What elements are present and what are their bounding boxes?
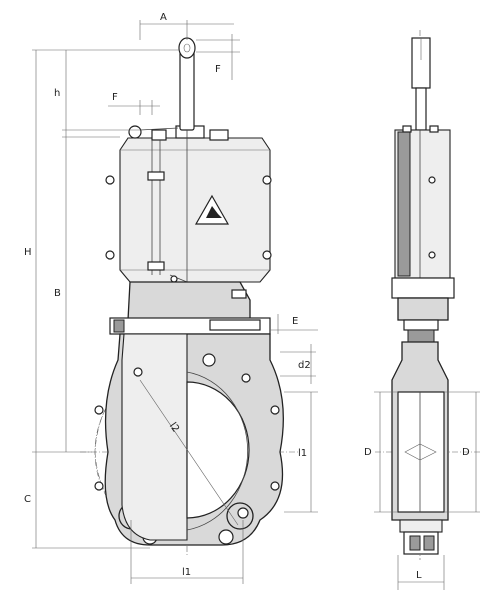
side-view: D D L xyxy=(364,30,480,590)
dim-F-top-label: F xyxy=(215,64,221,75)
dim-E-label: E xyxy=(292,316,298,327)
housing-lug xyxy=(105,175,115,185)
side-housing-channel xyxy=(397,131,411,277)
lever-pivot xyxy=(128,125,142,139)
yoke xyxy=(127,281,251,321)
front-view xyxy=(80,37,300,555)
side-yoke xyxy=(391,277,455,299)
top-nut xyxy=(151,129,167,141)
rod-clamp xyxy=(147,261,165,271)
bolt-hole xyxy=(270,405,280,415)
actuator-housing xyxy=(119,137,271,283)
bolt-hole xyxy=(94,405,104,415)
bolt-hole xyxy=(241,373,251,383)
dim-D-left-label: D xyxy=(364,447,372,458)
dim-l1-right-label: l1 xyxy=(298,448,307,459)
dim-H-label: H xyxy=(24,247,32,258)
bolt-hole xyxy=(94,481,104,491)
front-dimensions: A F F h H B C E xyxy=(24,12,318,584)
bore-rim xyxy=(186,371,248,531)
lever-link xyxy=(139,127,179,131)
gate-blade xyxy=(121,333,188,541)
side-gland xyxy=(397,297,449,321)
dim-F-left-label: F xyxy=(112,92,118,103)
dim-B-label: B xyxy=(54,288,61,299)
yoke-nut xyxy=(231,289,247,299)
link-pin xyxy=(170,275,178,283)
handle-eye xyxy=(178,37,196,59)
handle-eye-hole xyxy=(183,43,191,53)
crush-hand-warning-icon xyxy=(194,194,230,225)
side-stem xyxy=(415,87,427,131)
dim-h-label: h xyxy=(54,88,60,99)
l2-diagonal xyxy=(139,379,239,526)
dim-L-label: L xyxy=(416,570,422,581)
bolt-hole xyxy=(270,481,280,491)
bolt-hole xyxy=(237,507,249,519)
bore-opening xyxy=(186,381,250,519)
dim-l1-bottom-label: l1 xyxy=(182,567,191,578)
dim-C-label: C xyxy=(24,494,31,505)
dim-d2-label: d2 xyxy=(298,360,311,371)
housing-lug xyxy=(262,175,272,185)
gland-packing xyxy=(209,319,261,331)
nozzle-port xyxy=(202,353,216,367)
housing-lug xyxy=(105,250,115,260)
rod-clamp xyxy=(147,171,165,181)
handle-stem xyxy=(179,49,195,131)
dim-A-label: A xyxy=(160,12,167,23)
gland-bolt xyxy=(113,319,125,333)
housing-lug xyxy=(262,250,272,260)
top-nut xyxy=(209,129,229,141)
dim-D-right-label: D xyxy=(462,447,470,458)
bolt-hole xyxy=(133,367,143,377)
bolt-hole xyxy=(218,529,234,545)
